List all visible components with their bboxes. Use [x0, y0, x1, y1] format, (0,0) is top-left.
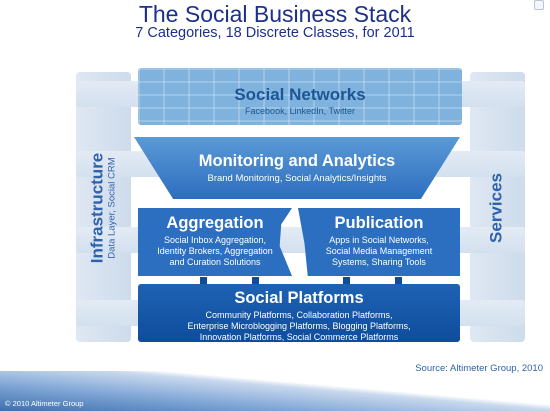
social-platforms-line: Enterprise Microblogging Platforms, Blog… [187, 321, 411, 331]
infrastructure-title: Infrastructure [87, 152, 107, 264]
publication-line: Apps in Social Networks, [329, 235, 429, 245]
social-platforms-line: Community Platforms, Collaboration Platf… [205, 310, 393, 320]
page-subtitle: 7 Categories, 18 Discrete Classes, for 2… [135, 25, 415, 41]
publication-line: Systems, Sharing Tools [332, 257, 426, 267]
services-title: Services [486, 173, 506, 243]
services-column [470, 72, 525, 342]
corner-glyph-icon [534, 0, 544, 10]
social-platforms-title: Social Platforms [234, 289, 364, 307]
copyright-text: © 2010 Altimeter Group [5, 399, 84, 408]
social-platforms-layer: Social Platforms Community Platforms, Co… [138, 284, 460, 342]
connector-block [395, 277, 402, 284]
aggregation-title: Aggregation [166, 214, 264, 232]
monitoring-desc: Brand Monitoring, Social Analytics/Insig… [207, 173, 387, 184]
connector-block [343, 277, 350, 284]
source-note: Source: Altimeter Group, 2010 [415, 363, 543, 374]
aggregation-layer: Aggregation Social Inbox Aggregation, Id… [138, 208, 292, 276]
social-platforms-line: Innovation Platforms, Social Commerce Pl… [199, 332, 399, 342]
social-networks-title: Social Networks [234, 85, 366, 104]
social-networks-desc: Facebook, LinkedIn, Twitter [245, 106, 355, 116]
social-networks-layer: Social Networks Facebook, LinkedIn, Twit… [138, 68, 462, 125]
monitoring-layer: Monitoring and Analytics Brand Monitorin… [134, 137, 460, 199]
publication-layer: Publication Apps in Social Networks, Soc… [298, 208, 460, 276]
connector-block [252, 277, 259, 284]
aggregation-line: Social Inbox Aggregation, [163, 235, 267, 245]
services-label: Services [486, 173, 507, 243]
publication-title: Publication [334, 214, 424, 232]
infrastructure-column [76, 72, 131, 342]
publication-line: Social Media Management [325, 246, 433, 256]
page-title: The Social Business Stack [138, 1, 412, 27]
aggregation-line: Identity Brokers, Aggregation [157, 246, 273, 256]
infrastructure-subtitle: Data Layer, Social CRM [106, 157, 118, 259]
aggregation-line: and Curation Solutions [169, 257, 261, 267]
connector-block [200, 277, 207, 284]
footer-swoosh [0, 371, 550, 411]
infrastructure-label: Infrastructure Data Layer, Social CRM [87, 152, 118, 264]
monitoring-title: Monitoring and Analytics [198, 152, 396, 170]
